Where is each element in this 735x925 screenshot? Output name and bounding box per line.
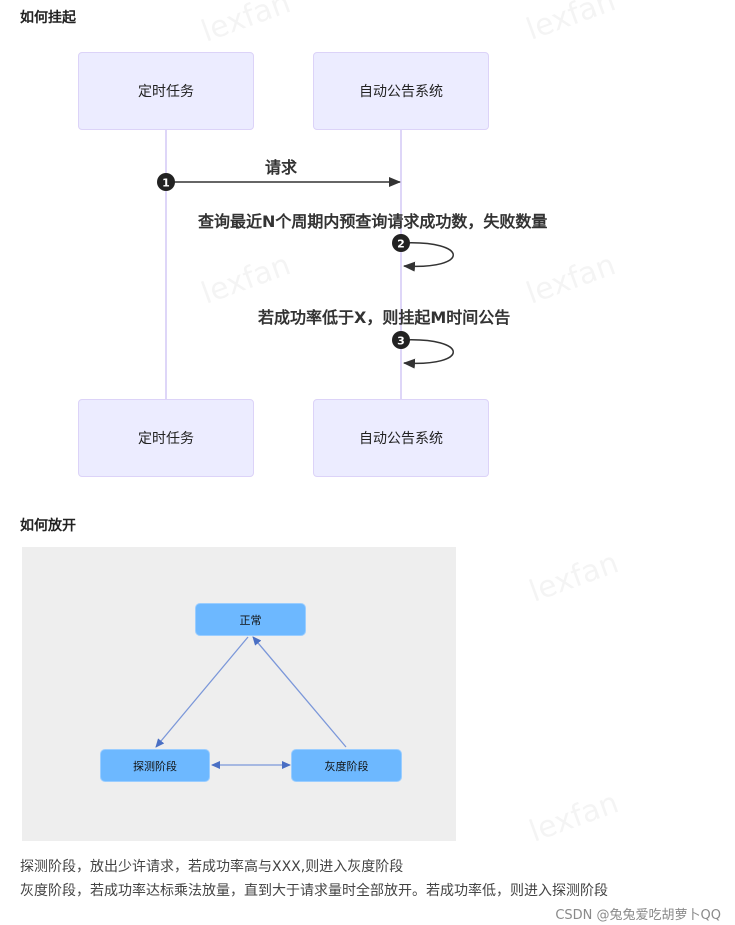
sequence-diagram-lines: 1 2 3: [157, 129, 454, 400]
watermark: lexfan: [525, 785, 623, 849]
section-heading-suspend: 如何挂起: [20, 10, 76, 26]
message-label-3: 若成功率低于X，则挂起M时间公告: [258, 308, 511, 327]
actor-label: 自动公告系统: [359, 84, 443, 100]
paragraph-probe-phase: 探测阶段，放出少许请求，若成功率高与XXX,则进入灰度阶段: [20, 859, 404, 875]
section-heading-release: 如何放开: [20, 518, 76, 534]
watermark: lexfan: [525, 545, 623, 609]
actor-notice-system-bottom: 自动公告系统: [313, 399, 489, 477]
state-diagram-edges: [155, 636, 347, 769]
sequence-diagram: 1 2 3 定时任务 自动公告系统 定时任务 自动公告系统 请求 查询最近N个周…: [78, 52, 548, 477]
actor-timer-top: 定时任务: [78, 52, 254, 130]
actor-label: 定时任务: [138, 84, 194, 100]
actor-notice-system-top: 自动公告系统: [313, 52, 489, 130]
sequence-number: 3: [397, 335, 405, 348]
sequence-number-badge: 3: [392, 331, 410, 349]
source-credit: CSDN @兔兔爱吃胡萝卜QQ: [555, 908, 721, 923]
state-label: 正常: [239, 613, 262, 627]
actor-timer-bottom: 定时任务: [78, 399, 254, 477]
state-diagram: 正常 探测阶段 灰度阶段: [22, 547, 456, 841]
state-node-probe: 探测阶段: [100, 749, 210, 782]
state-node-normal: 正常: [195, 603, 306, 636]
sequence-number-badge: 2: [392, 234, 410, 252]
actor-label: 定时任务: [138, 431, 194, 447]
message-label-2: 查询最近N个周期内预查询请求成功数，失败数量: [198, 212, 548, 231]
actor-label: 自动公告系统: [359, 431, 443, 447]
sequence-number: 2: [397, 238, 405, 251]
state-node-gray: 灰度阶段: [291, 749, 402, 782]
self-loop-arrow-2: [401, 242, 454, 272]
message-label-1: 请求: [265, 158, 298, 177]
state-label: 探测阶段: [133, 759, 177, 773]
sequence-number-badge: 1: [157, 173, 175, 191]
edge-normal-to-probe: [155, 636, 249, 748]
self-loop-arrow-3: [401, 339, 454, 369]
edge-gray-to-normal: [252, 636, 347, 748]
state-label: 灰度阶段: [324, 759, 369, 773]
paragraph-gray-phase: 灰度阶段，若成功率达标乘法放量，直到大于请求量时全部放开。若成功率低，则进入探测…: [20, 883, 608, 899]
sequence-number: 1: [162, 177, 170, 190]
